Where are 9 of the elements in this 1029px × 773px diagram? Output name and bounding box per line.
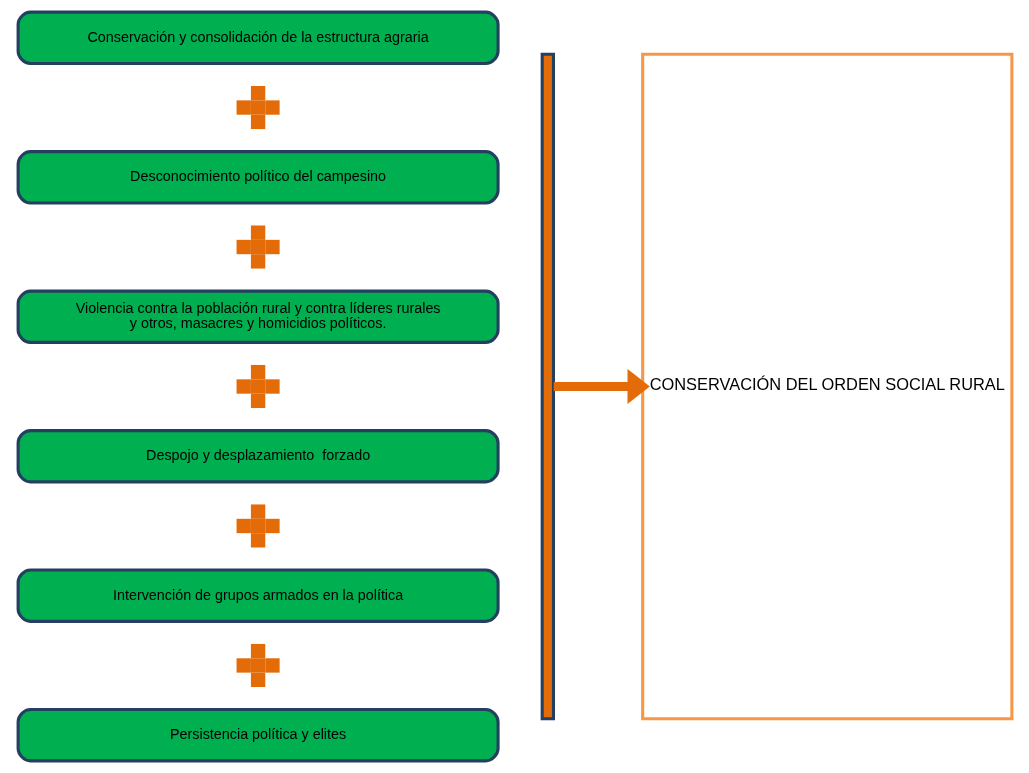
- node-box: Intervención de grupos armados en la política: [16, 568, 500, 623]
- node-box: CONSERVACIÓN DEL ORDEN SOCIAL RURAL: [640, 52, 1013, 721]
- node-box: Desconocimiento político del campesino: [16, 150, 500, 205]
- node-box: Persistencia política y elites: [16, 708, 500, 763]
- node-box: Despojo y desplazamiento forzado: [16, 429, 500, 484]
- node-box: Conservación y consolidación de la estructura agraria: [16, 10, 500, 65]
- node-box: Violencia contra la población rural y contra líderes rurales y otros, masacres y homicidios políticos.: [16, 289, 500, 344]
- node-bar: [540, 52, 555, 721]
- arrow: [553, 368, 650, 405]
